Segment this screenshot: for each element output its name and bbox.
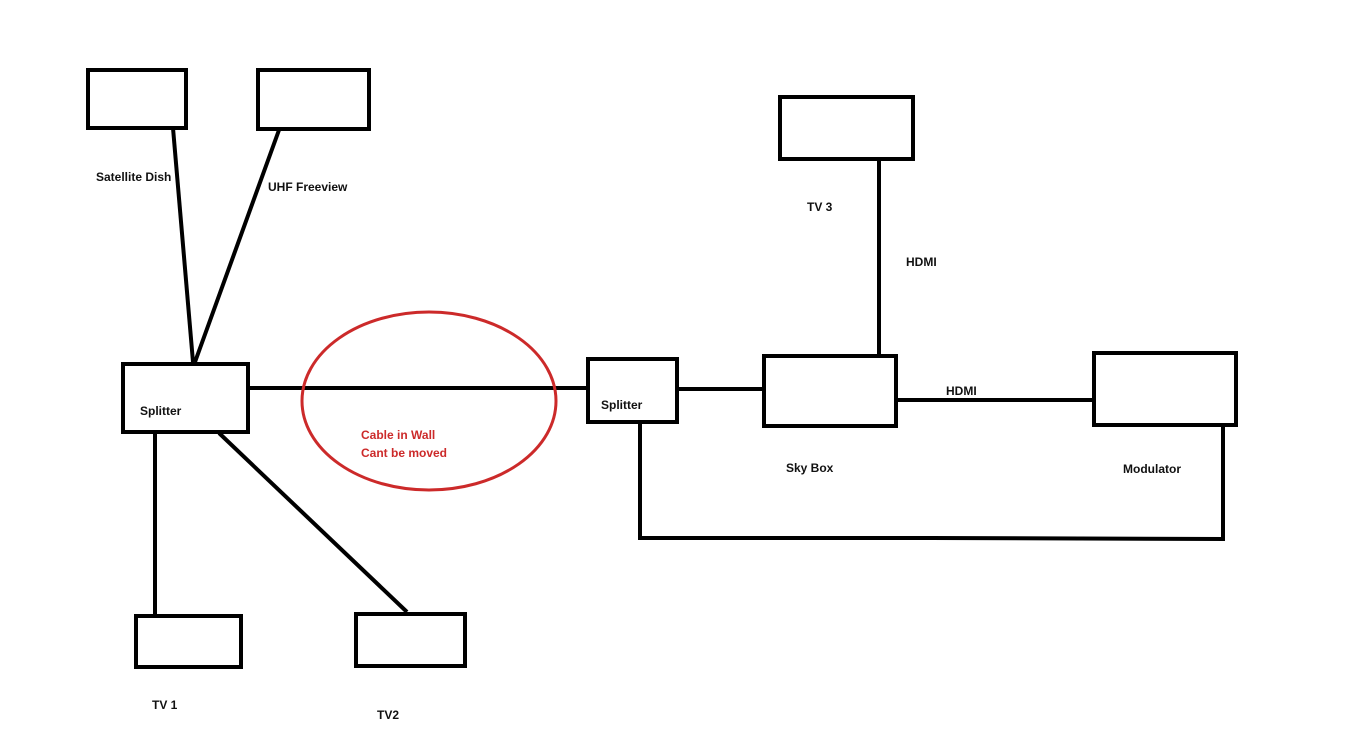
tv3-box bbox=[778, 95, 915, 161]
tv3-label: TV 3 bbox=[807, 200, 833, 214]
splitter-right-label: Splitter bbox=[601, 398, 643, 412]
splitter-left-label: Splitter bbox=[140, 404, 182, 418]
splitter-to-tv2-line bbox=[217, 431, 409, 614]
splitter-left-box bbox=[121, 362, 250, 434]
satellite-dish-box bbox=[86, 68, 188, 130]
annotation-line1: Cable in Wall bbox=[361, 428, 436, 442]
uhf-freeview-box bbox=[256, 68, 371, 131]
tv2-label: TV2 bbox=[377, 708, 400, 722]
dish-to-splitter-line bbox=[171, 127, 195, 363]
modulator-to-splitter-loop-line bbox=[638, 422, 1225, 542]
modulator-box bbox=[1092, 351, 1238, 427]
annotation-line2: Cant be moved bbox=[361, 446, 448, 460]
tv2-box bbox=[354, 612, 467, 668]
uhf-to-splitter-line bbox=[193, 129, 281, 363]
sky-box-box bbox=[762, 354, 898, 428]
cable-in-wall-highlight-ellipse bbox=[300, 310, 558, 492]
tv1-box bbox=[134, 614, 243, 669]
hdmi-vertical-label: HDMI bbox=[906, 255, 937, 269]
uhf-freeview-label: UHF Freeview bbox=[268, 180, 348, 194]
satellite-dish-label: Satellite Dish bbox=[96, 170, 172, 184]
modulator-label: Modulator bbox=[1123, 462, 1181, 476]
tv1-label: TV 1 bbox=[152, 698, 178, 712]
hdmi-horizontal-label: HDMI bbox=[946, 384, 977, 398]
sky-box-label: Sky Box bbox=[786, 461, 834, 475]
